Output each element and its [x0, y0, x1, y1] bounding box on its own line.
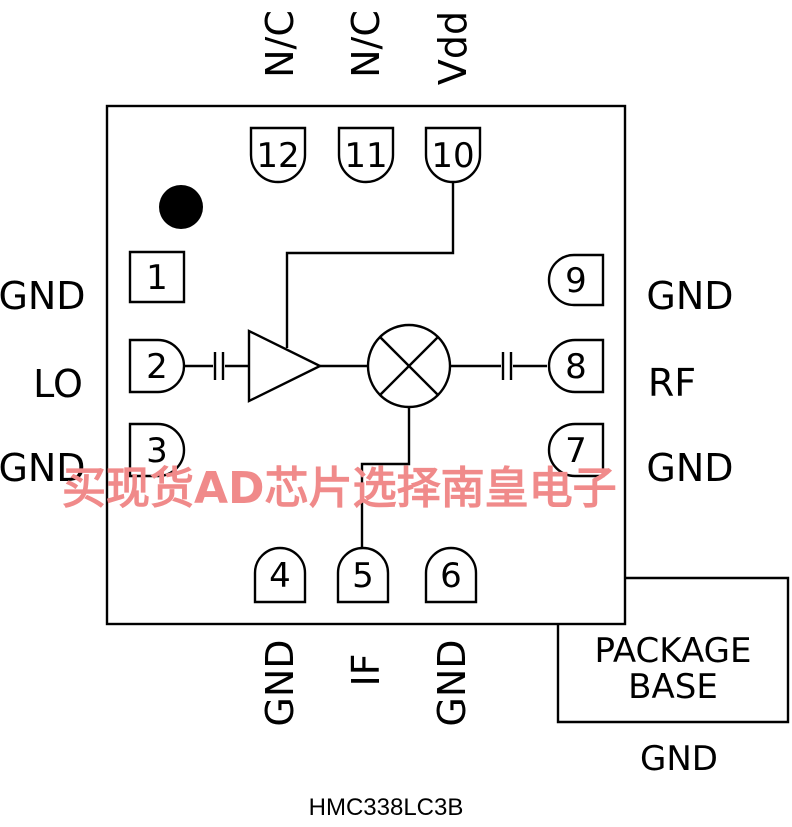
pin-10-signal-label: Vdd: [431, 11, 475, 85]
package-base-line2: BASE: [628, 667, 718, 707]
pin-8-signal-label: RF: [648, 361, 696, 405]
pin-12-number: 12: [256, 136, 299, 176]
pin-10-number: 10: [431, 136, 474, 176]
signal-labels: GND LO GND GND IF GND GND RF GND Vdd N/C N/C: [0, 10, 734, 726]
pin-6-number: 6: [440, 556, 462, 596]
pin-4-signal-label: GND: [258, 639, 302, 726]
pin-5-signal-label: IF: [344, 653, 388, 686]
pin-pads: [128, 126, 605, 604]
pin-9-pad: [547, 253, 605, 307]
pin-7-pad: [547, 422, 605, 478]
pin-4-number: 4: [269, 556, 291, 596]
pin-4-pad: [253, 546, 307, 604]
pin-8-pad: [547, 338, 605, 394]
pin-11-number: 11: [344, 136, 387, 176]
pin-6-signal-label: GND: [430, 639, 474, 726]
package-base-line1: PACKAGE: [595, 631, 752, 671]
pin-1-signal-label: GND: [0, 274, 86, 318]
chip-body: [105, 104, 627, 626]
pin1-indicator-dot: [159, 185, 203, 229]
pin-12-pad: [249, 126, 307, 184]
pin-2-signal-label: LO: [33, 362, 83, 406]
pin-7-number: 7: [565, 431, 587, 471]
pin-10-pad: [424, 126, 482, 184]
pin-2-pad: [128, 338, 186, 394]
pin-9-signal-label: GND: [646, 274, 733, 318]
watermark-text: 买现货AD芯片选择南皇电子: [62, 463, 617, 514]
pin-5-pad: [336, 546, 390, 604]
pin-8-number: 8: [565, 347, 587, 387]
pin-3-pad: [128, 422, 186, 478]
pin-3-number: 3: [146, 431, 168, 471]
package-base-gnd-label: GND: [640, 739, 718, 779]
pin-5-number: 5: [352, 556, 374, 596]
pin-1-pad: [128, 250, 186, 304]
pin-11-signal-label: N/C: [344, 10, 388, 78]
package-base-box: [556, 576, 790, 724]
pin-2-number: 2: [146, 347, 168, 387]
mixer-symbol: [366, 323, 452, 409]
pin-1-number: 1: [146, 258, 168, 298]
pin-9-number: 9: [565, 261, 587, 301]
internal-wiring: [183, 180, 547, 548]
pin-3-signal-label: GND: [0, 446, 86, 490]
part-number-caption: HMC338LC3B: [309, 794, 464, 821]
pin-7-signal-label: GND: [646, 446, 733, 490]
pin-11-pad: [337, 126, 395, 184]
pin-6-pad: [424, 546, 478, 604]
pin-12-signal-label: N/C: [258, 10, 302, 78]
lo-amplifier-symbol: [247, 329, 323, 403]
